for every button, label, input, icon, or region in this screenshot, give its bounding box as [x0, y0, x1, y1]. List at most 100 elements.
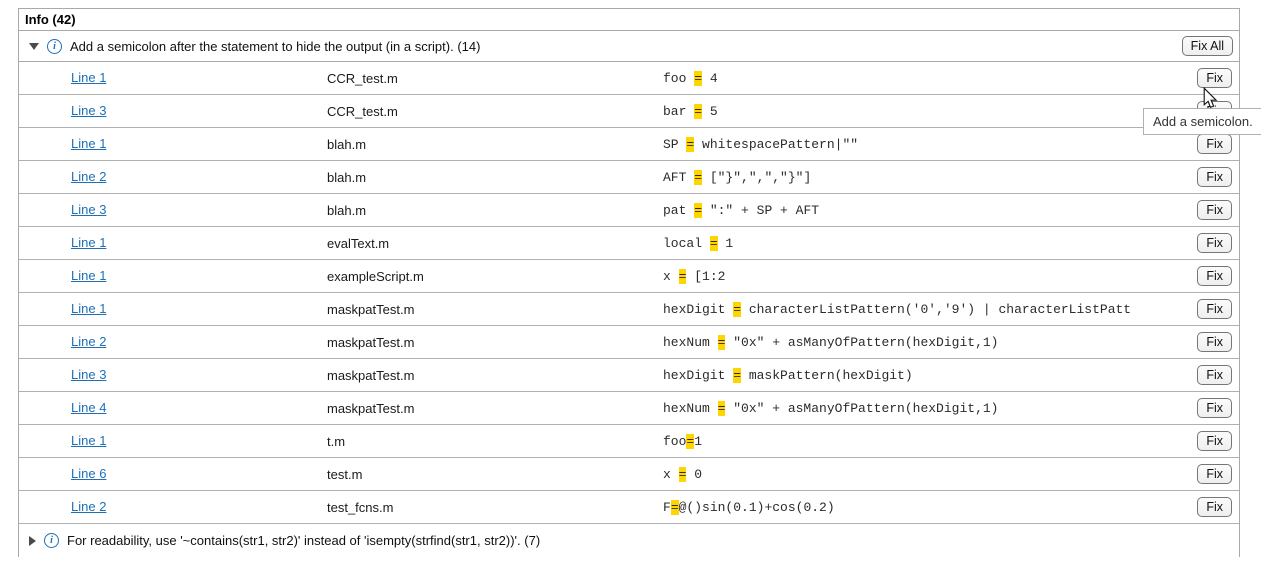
fix-cell: Fix [1193, 299, 1239, 319]
code-highlight: = [733, 367, 742, 383]
code-before-highlight: hexNum [663, 334, 718, 350]
fix-cell: Fix [1193, 233, 1239, 253]
line-link[interactable]: Line 1 [71, 235, 107, 250]
code-snippet: x = 0 [661, 466, 1193, 482]
code-after-highlight: 4 [702, 70, 718, 86]
file-name: blah.m [327, 169, 367, 185]
group-header-readability: i For readability, use '~contains(str1, … [19, 524, 1239, 557]
mouse-cursor-icon [1203, 87, 1218, 109]
code-highlight: = [678, 268, 687, 284]
code-after-highlight: ":" + SP + AFT [702, 202, 820, 218]
fix-button[interactable]: Fix [1197, 167, 1232, 187]
group-label: Add a semicolon after the statement to h… [70, 38, 481, 54]
code-before-highlight: foo [663, 433, 687, 449]
line-cell: Line 1 [19, 69, 313, 87]
line-link[interactable]: Line 1 [71, 268, 107, 283]
code-highlight: = [678, 466, 687, 482]
line-link[interactable]: Line 4 [71, 400, 107, 415]
code-snippet: foo = 4 [661, 70, 1193, 86]
line-cell: Line 3 [19, 102, 313, 120]
code-highlight: = [717, 400, 726, 416]
file-name: test.m [327, 466, 363, 482]
code-before-highlight: pat [663, 202, 695, 218]
code-after-highlight: 1 [694, 433, 703, 449]
line-link[interactable]: Line 2 [71, 499, 107, 514]
line-link[interactable]: Line 2 [71, 169, 107, 184]
code-highlight: = [694, 103, 703, 119]
code-snippet: AFT = ["}",",","}"] [661, 169, 1193, 185]
code-before-highlight: hexDigit [663, 367, 734, 383]
table-row: Line 3 CCR_test.m bar = 5 Fix [19, 95, 1239, 128]
fix-cell: Fix [1193, 332, 1239, 352]
fix-button[interactable]: Fix [1197, 266, 1232, 286]
fix-button[interactable]: Fix [1197, 134, 1232, 154]
fix-cell: Fix [1193, 398, 1239, 418]
caret-right-icon[interactable] [29, 535, 36, 546]
table-row: Line 2 maskpatTest.m hexNum = "0x" + asM… [19, 326, 1239, 359]
table-row: Line 4 maskpatTest.m hexNum = "0x" + asM… [19, 392, 1239, 425]
code-snippet: hexNum = "0x" + asManyOfPattern(hexDigit… [661, 400, 1193, 416]
line-cell: Line 6 [19, 465, 313, 483]
file-name: evalText.m [327, 235, 390, 251]
table-row: Line 6 test.m x = 0 Fix [19, 458, 1239, 491]
line-link[interactable]: Line 1 [71, 136, 107, 151]
file-name: maskpatTest.m [327, 400, 415, 416]
line-link[interactable]: Line 6 [71, 466, 107, 481]
code-snippet: hexDigit = characterListPattern('0','9')… [661, 301, 1193, 317]
code-after-highlight: whitespacePattern|"" [694, 136, 859, 152]
file-name: CCR_test.m [327, 103, 398, 119]
fix-button[interactable]: Fix [1197, 299, 1232, 319]
code-after-highlight: ["}",",","}"] [702, 169, 812, 185]
fix-button[interactable]: Fix [1197, 365, 1232, 385]
fix-button[interactable]: Fix [1197, 497, 1232, 517]
code-before-highlight: AFT [663, 169, 695, 185]
line-link[interactable]: Line 2 [71, 334, 107, 349]
line-link[interactable]: Line 1 [71, 433, 107, 448]
line-link[interactable]: Line 3 [71, 367, 107, 382]
fix-button[interactable]: Fix [1197, 332, 1232, 352]
fix-cell: Fix [1193, 266, 1239, 286]
panel-title: Info (42) [19, 9, 1239, 31]
code-after-highlight: @()sin(0.1)+cos(0.2) [678, 499, 835, 515]
code-snippet: x = [1:2 [661, 268, 1193, 284]
code-highlight: = [670, 499, 679, 515]
code-snippet: SP = whitespacePattern|"" [661, 136, 1193, 152]
code-before-highlight: SP [663, 136, 687, 152]
code-snippet: foo=1 [661, 433, 1193, 449]
line-link[interactable]: Line 1 [71, 70, 107, 85]
info-icon: i [44, 533, 59, 548]
fix-button[interactable]: Fix [1197, 431, 1232, 451]
fix-button[interactable]: Fix [1197, 68, 1232, 88]
info-panel: Info (42) i Add a semicolon after the st… [18, 8, 1240, 557]
code-before-highlight: foo [663, 70, 695, 86]
code-before-highlight: x [663, 466, 679, 482]
line-link[interactable]: Line 1 [71, 301, 107, 316]
line-cell: Line 2 [19, 498, 313, 516]
table-row: Line 3 maskpatTest.m hexDigit = maskPatt… [19, 359, 1239, 392]
fix-button[interactable]: Fix [1197, 398, 1232, 418]
code-before-highlight: F [663, 499, 671, 515]
line-cell: Line 2 [19, 333, 313, 351]
fix-button[interactable]: Fix [1197, 200, 1232, 220]
code-after-highlight: characterListPattern('0','9') | characte… [741, 301, 1132, 317]
code-before-highlight: hexDigit [663, 301, 734, 317]
line-link[interactable]: Line 3 [71, 202, 107, 217]
code-after-highlight: maskPattern(hexDigit) [741, 367, 913, 383]
file-name: CCR_test.m [327, 70, 398, 86]
fix-all-button[interactable]: Fix All [1181, 36, 1233, 56]
fix-button[interactable]: Fix [1197, 464, 1232, 484]
line-cell: Line 2 [19, 168, 313, 186]
line-cell: Line 1 [19, 135, 313, 153]
caret-down-icon[interactable] [29, 42, 39, 50]
code-snippet: hexNum = "0x" + asManyOfPattern(hexDigit… [661, 334, 1193, 350]
code-snippet: bar = 5 [661, 103, 1193, 119]
group-label: For readability, use '~contains(str1, st… [67, 533, 541, 548]
code-before-highlight: local [663, 235, 710, 251]
fix-button[interactable]: Fix [1197, 233, 1232, 253]
code-after-highlight: 1 [717, 235, 734, 251]
line-link[interactable]: Line 3 [71, 103, 107, 118]
table-row: Line 1 CCR_test.m foo = 4 Fix [19, 62, 1239, 95]
fix-tooltip: Add a semicolon. [1143, 108, 1261, 135]
code-highlight: = [717, 334, 726, 350]
